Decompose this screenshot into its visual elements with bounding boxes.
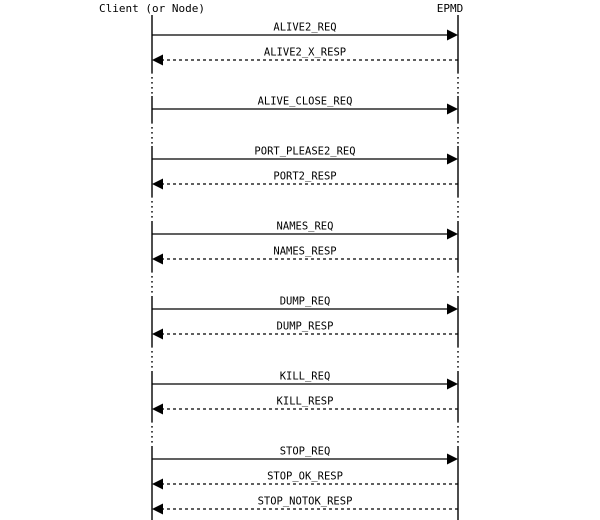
arrowhead-dump_req bbox=[447, 303, 458, 315]
message-label-names_req: NAMES_REQ bbox=[277, 221, 334, 233]
message-label-stop_req: STOP_REQ bbox=[280, 446, 331, 458]
message-group-kill: KILL_REQ KILL_RESP bbox=[152, 371, 458, 415]
lifelines bbox=[151, 15, 459, 520]
message-label-dump_resp: DUMP_RESP bbox=[277, 321, 334, 333]
message-label-kill_req: KILL_REQ bbox=[280, 371, 331, 383]
arrowhead-names_resp bbox=[152, 253, 163, 265]
arrowhead-kill_req bbox=[447, 378, 458, 390]
message-label-stop_ok_resp: STOP_OK_RESP bbox=[267, 471, 343, 483]
message-label-alive2_x_resp: ALIVE2_X_RESP bbox=[264, 47, 346, 59]
arrowhead-alive2_req bbox=[447, 29, 458, 41]
message-group-port: PORT_PLEASE2_REQ PORT2_RESP bbox=[152, 146, 458, 190]
message-label-alive_close_req: ALIVE_CLOSE_REQ bbox=[258, 96, 353, 108]
arrowhead-alive_close_req bbox=[447, 103, 458, 115]
message-label-alive2_req: ALIVE2_REQ bbox=[273, 22, 336, 34]
message-label-stop_notok_resp: STOP_NOTOK_RESP bbox=[258, 496, 353, 508]
message-group-dump: DUMP_REQ DUMP_RESP bbox=[152, 296, 458, 340]
message-label-port2_resp: PORT2_RESP bbox=[273, 171, 336, 183]
arrowhead-dump_resp bbox=[152, 328, 163, 340]
message-group-names: NAMES_REQ NAMES_RESP bbox=[152, 221, 458, 265]
message-group-alive2: ALIVE2_REQ ALIVE2_X_RESP bbox=[152, 22, 458, 66]
message-label-kill_resp: KILL_RESP bbox=[277, 396, 334, 408]
message-label-port_please2_req: PORT_PLEASE2_REQ bbox=[254, 146, 355, 158]
message-label-dump_req: DUMP_REQ bbox=[280, 296, 331, 308]
arrowhead-stop_ok_resp bbox=[152, 478, 163, 490]
participant-header-epmd: EPMD bbox=[437, 2, 464, 15]
arrowhead-stop_req bbox=[447, 453, 458, 465]
message-label-names_resp: NAMES_RESP bbox=[273, 246, 336, 258]
message-group-stop: STOP_REQ STOP_OK_RESP STOP_NOTOK_RESP bbox=[152, 446, 458, 515]
arrowhead-kill_resp bbox=[152, 403, 163, 415]
messages: ALIVE2_REQ ALIVE2_X_RESP ALIVE_CLOSE_REQ PO… bbox=[152, 22, 458, 515]
arrowhead-alive2_x_resp bbox=[152, 54, 163, 66]
arrowhead-names_req bbox=[447, 228, 458, 240]
arrowhead-stop_notok_resp bbox=[152, 503, 163, 515]
participant-header-client: Client (or Node) bbox=[99, 2, 205, 15]
message-group-alive-close: ALIVE_CLOSE_REQ bbox=[152, 96, 458, 115]
arrowhead-port_please2_req bbox=[447, 153, 458, 165]
arrowhead-port2_resp bbox=[152, 178, 163, 190]
